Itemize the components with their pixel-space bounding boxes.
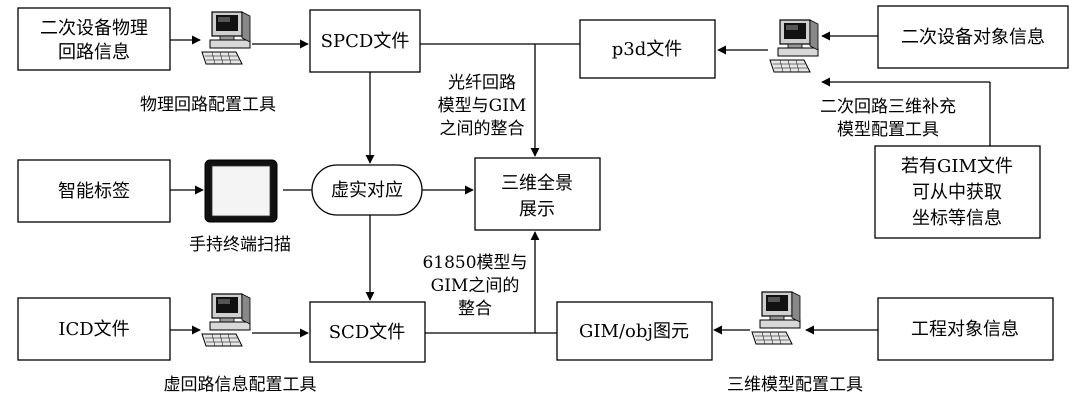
caption-sec-tool-1: 二次回路三维补充 (820, 97, 956, 117)
box-p3d-label: p3d文件 (612, 39, 683, 60)
box-gim-obj-label: GIM/obj图元 (579, 321, 689, 342)
box-p3d: p3d文件 (579, 19, 716, 79)
box-obj-info: 二次设备对象信息 (877, 5, 1069, 69)
box-smart-tag: 智能标签 (17, 159, 171, 223)
box-phys-info: 二次设备物理 回路信息 (17, 7, 171, 71)
caption-iec-merge-2: GIM之间的 (431, 276, 520, 296)
box-gim-hint-line3: 坐标等信息 (912, 208, 1002, 229)
box-obj-info-label: 二次设备对象信息 (901, 27, 1045, 48)
box-virtual-real-label: 虚实对应 (331, 180, 403, 201)
box-scd: SCD文件 (309, 301, 426, 363)
box-gim-hint-line2: 可从中获取 (912, 182, 1002, 203)
computer-icon (769, 19, 819, 73)
connectors (170, 31, 991, 338)
computer-icon (751, 291, 801, 345)
box-panorama: 三维全景 展示 (474, 157, 601, 231)
box-scd-label: SCD文件 (329, 322, 406, 343)
box-panorama-line2: 展示 (519, 199, 555, 220)
caption-handheld: 手持终端扫描 (189, 235, 291, 255)
box-spcd-label: SPCD文件 (321, 31, 410, 52)
box-gim-obj: GIM/obj图元 (556, 301, 713, 361)
tablet-icon (204, 159, 278, 223)
box-proj-info: 工程对象信息 (877, 297, 1054, 361)
computer-icon (201, 11, 251, 65)
caption-iec-merge-3: 整合 (458, 299, 492, 319)
box-icd-label: ICD文件 (58, 319, 129, 340)
caption-fiber-merge-1: 光纤回路 (448, 73, 516, 93)
caption-fiber-merge-3: 之间的整合 (440, 119, 525, 139)
box-virtual-real: 虚实对应 (311, 164, 423, 216)
box-gim-hint-line1: 若有GIM文件 (901, 156, 1013, 177)
caption-model-tool: 三维模型配置工具 (727, 375, 863, 395)
box-spcd: SPCD文件 (309, 9, 421, 73)
box-phys-info-line1: 二次设备物理 (40, 18, 148, 39)
box-proj-info-label: 工程对象信息 (911, 319, 1019, 340)
box-gim-hint: 若有GIM文件 可从中获取 坐标等信息 (874, 145, 1041, 239)
caption-virt-tool: 虚回路信息配置工具 (164, 375, 317, 395)
box-icd: ICD文件 (17, 297, 171, 361)
box-panorama-line1: 三维全景 (501, 173, 573, 194)
box-smart-tag-label: 智能标签 (58, 181, 130, 202)
caption-iec-merge-1: 61850模型与 (422, 253, 527, 273)
caption-sec-tool-2: 模型配置工具 (837, 120, 939, 140)
caption-phys-tool: 物理回路配置工具 (140, 95, 276, 115)
box-phys-info-line2: 回路信息 (58, 42, 130, 63)
computer-icon (201, 293, 251, 347)
caption-fiber-merge-2: 模型与GIM (438, 96, 527, 116)
